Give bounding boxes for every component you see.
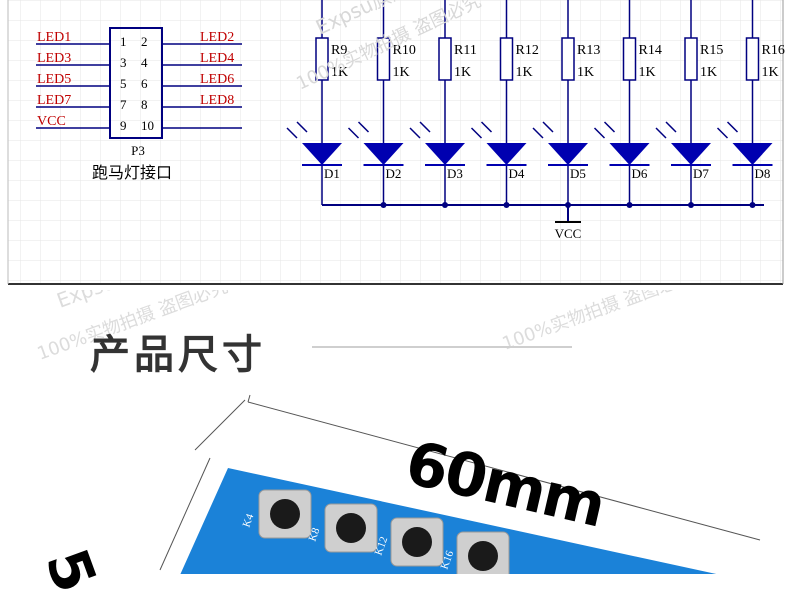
left-pin-number: 7: [120, 97, 127, 112]
resistor-value: 1K: [762, 65, 779, 80]
connector-designator: P3: [131, 143, 145, 158]
led-label: D4: [509, 166, 525, 181]
resistor-value: 1K: [516, 65, 533, 80]
led-label: D5: [570, 166, 586, 181]
led-row: D1 D2 D3 D4 D5 D6 D7 D8: [286, 121, 773, 181]
resistor-body: [622, 37, 637, 81]
resistor-value: 1K: [700, 65, 717, 80]
left-pin-label: VCC: [37, 114, 66, 129]
title-divider: [312, 346, 572, 348]
right-pin-label: LED4: [200, 51, 234, 66]
switch-button: [270, 499, 300, 529]
connector-caption: 跑马灯接口: [92, 163, 172, 182]
right-pin-label: LED2: [200, 30, 234, 45]
resistor-body: [745, 37, 760, 81]
led-symbol: [671, 143, 711, 165]
right-pin-label: LED6: [200, 72, 234, 87]
resistor-name: R13: [577, 43, 600, 58]
resistor-body: [499, 37, 514, 81]
key-label: K8: [307, 526, 323, 543]
right-pin-number: 6: [141, 76, 148, 91]
schematic-grid: [8, 0, 783, 284]
left-pin-number: 5: [120, 76, 127, 91]
resistor-name: R16: [762, 43, 785, 58]
resistor-name: R14: [639, 43, 662, 58]
led-symbol: [486, 143, 527, 165]
resistor-body: [438, 37, 452, 81]
section-title: 产品尺寸: [90, 332, 266, 378]
resistor-value: 1K: [577, 65, 594, 80]
resistor-name: R15: [700, 43, 723, 58]
led-label: D1: [324, 166, 340, 181]
right-pin-number: 10: [141, 118, 154, 133]
switch-button: [468, 541, 498, 571]
width-dimension-line: [247, 401, 761, 541]
left-pin-number: 1: [120, 34, 127, 49]
key-label: K4: [241, 512, 257, 529]
led-label: D2: [386, 166, 402, 181]
resistor-value: 1K: [331, 65, 348, 80]
led-label: D7: [693, 166, 709, 181]
led-symbol: [548, 143, 588, 165]
resistor-body: [684, 37, 698, 81]
led-symbol: [425, 143, 465, 165]
led-symbol: [302, 143, 342, 165]
left-pin-label: LED5: [37, 72, 71, 87]
vcc-label: VCC: [555, 226, 582, 241]
watermark-6: 100%实物拍摄 盗图必究: [500, 290, 696, 355]
led-label: D6: [632, 166, 648, 181]
left-pin-label: LED3: [37, 51, 71, 66]
resistor-name: R10: [393, 43, 416, 58]
right-pin-number: 2: [141, 34, 148, 49]
left-pin-label: LED7: [37, 93, 71, 108]
led-symbol: [732, 143, 773, 165]
led-symbol: [363, 143, 404, 165]
right-pin-label: LED8: [200, 93, 234, 108]
product-photo-area: Expsu旗舰店 100%实物拍摄 盗图必究 Expsu旗舰店 100%实物拍摄…: [35, 290, 761, 574]
right-pin-number: 8: [141, 97, 148, 112]
led-symbol: [609, 143, 650, 165]
left-pin-label: LED1: [37, 30, 71, 45]
resistor-value: 1K: [454, 65, 471, 80]
resistor-value: 1K: [393, 65, 410, 80]
resistor-name: R11: [454, 43, 477, 58]
height-dimension-line: [194, 399, 246, 451]
resistor-name: R12: [516, 43, 539, 58]
keypad-board: [180, 468, 717, 574]
resistor-value: 1K: [639, 65, 656, 80]
resistor-name: R9: [331, 43, 347, 58]
left-pin-number: 3: [120, 55, 127, 70]
left-pin-number: 9: [120, 118, 127, 133]
resistor-row: R9 1K R10 1K R11 1K R12 1K R13 1K R14 1K R15 1K R16 1K: [315, 0, 785, 208]
resistor-body: [561, 37, 575, 81]
led-label: D8: [755, 166, 771, 181]
right-pin-number: 4: [141, 55, 148, 70]
led-label: D3: [447, 166, 463, 181]
switch-button: [402, 527, 432, 557]
switch-button: [336, 513, 366, 543]
